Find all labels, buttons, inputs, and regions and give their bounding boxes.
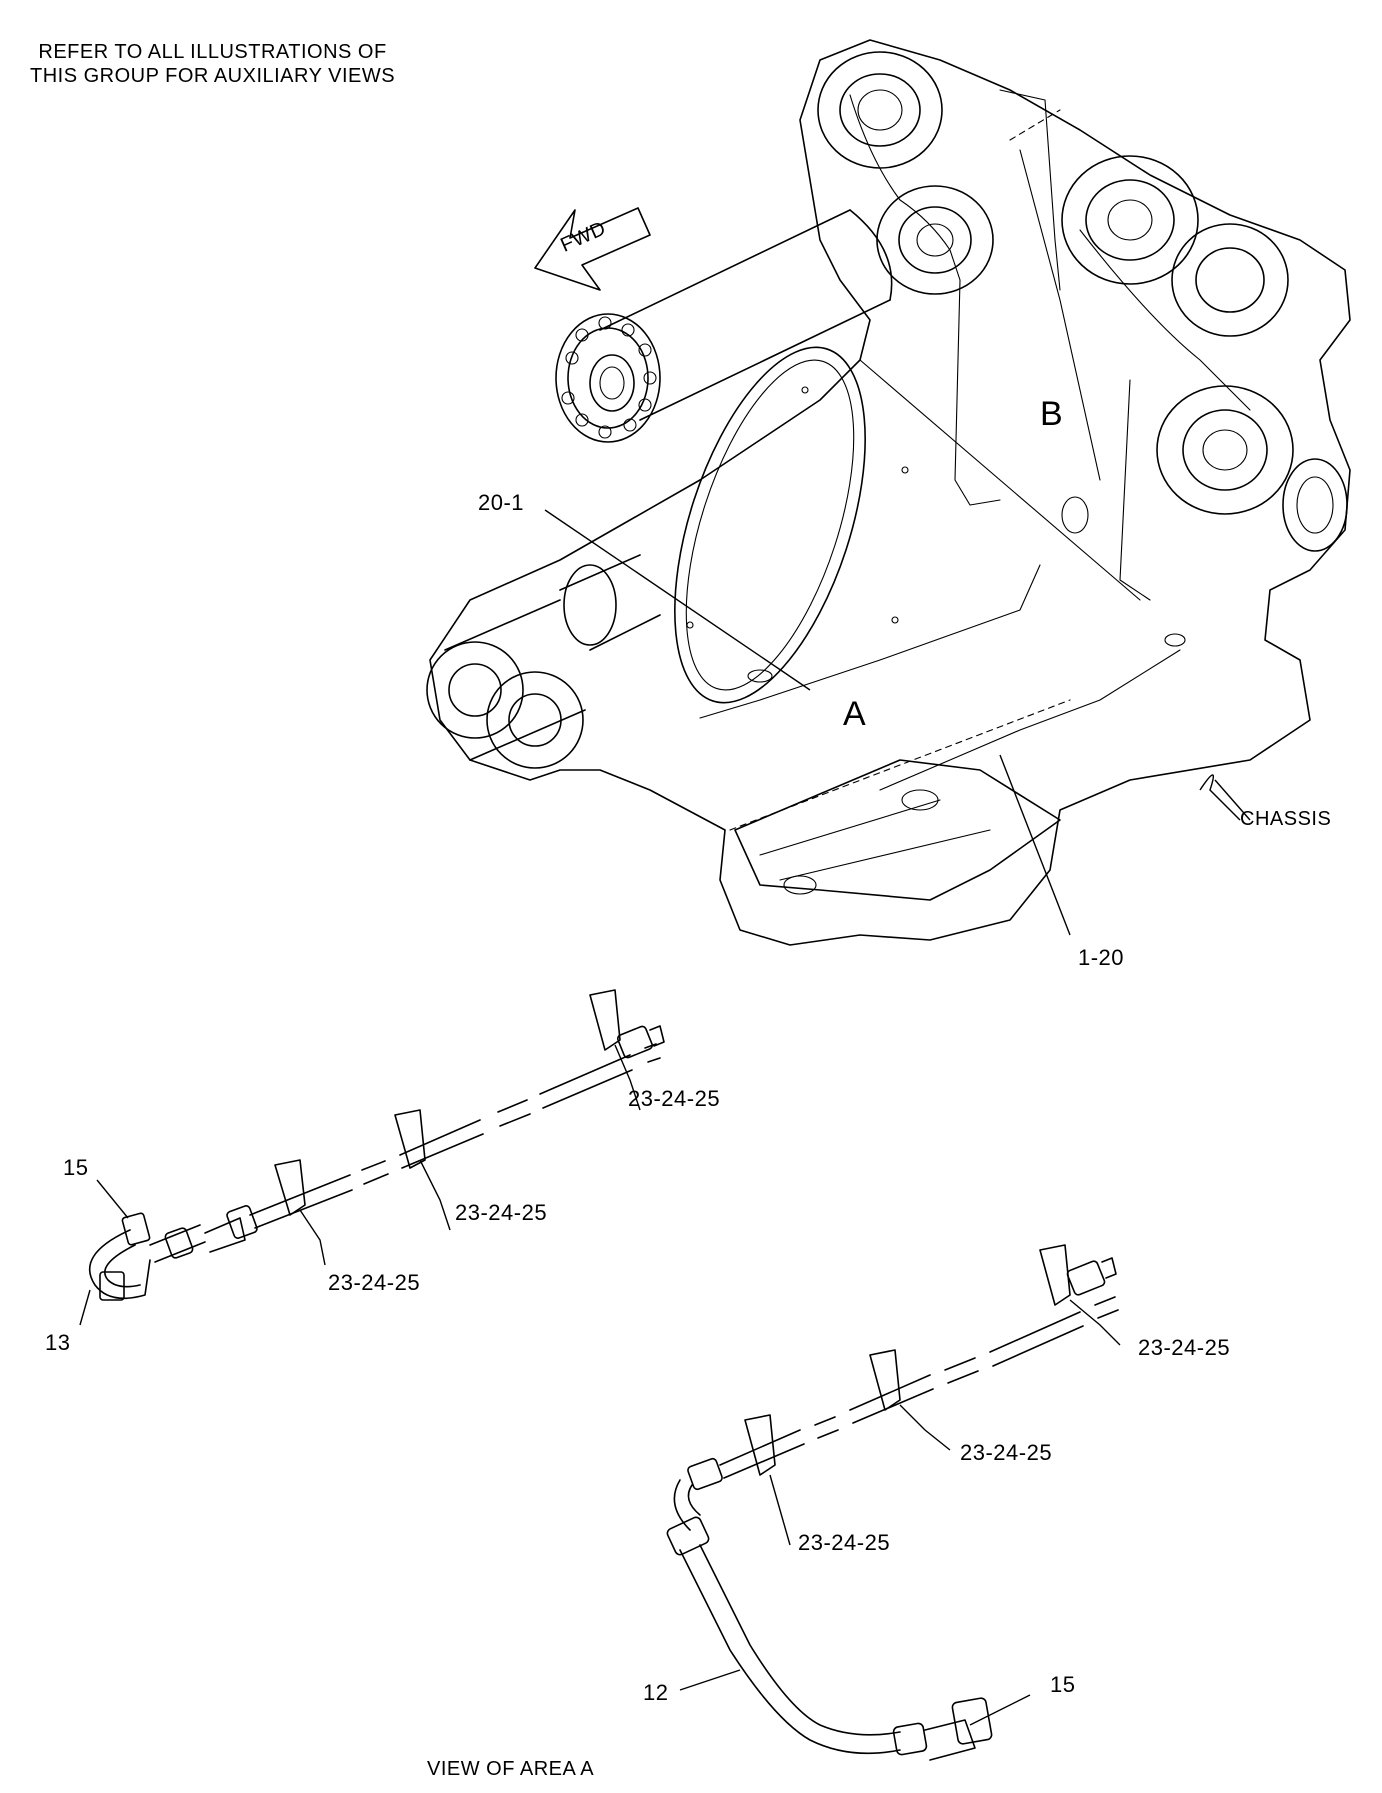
callout-fitting-upper: 15 <box>63 1155 89 1180</box>
chassis-wiring <box>699 89 1251 791</box>
reference-note: REFER TO ALL ILLUSTRATIONS OF THIS GROUP… <box>30 40 395 88</box>
upper-tube-assembly <box>88 989 665 1301</box>
fwd-arrow-icon <box>534 207 651 291</box>
reference-note-line-2: THIS GROUP FOR AUXILIARY VIEWS <box>30 65 396 87</box>
chassis-body <box>426 39 1351 946</box>
callout-clip-upper-3: 23-24-25 <box>328 1270 421 1295</box>
leader-lines <box>544 509 1251 936</box>
callout-clip-upper-2: 23-24-25 <box>455 1200 548 1225</box>
callout-hose-upper: 13 <box>45 1330 71 1355</box>
callout-fitting-lower: 15 <box>1050 1672 1076 1697</box>
callout-20-1: 20-1 <box>478 490 525 515</box>
reference-note-line-1: REFER TO ALL ILLUSTRATIONS OF <box>38 41 387 63</box>
view-caption: VIEW OF AREA A <box>427 1758 595 1780</box>
callout-clip-lower-3: 23-24-25 <box>798 1530 891 1555</box>
callout-clip-lower-1: 23-24-25 <box>1138 1335 1231 1360</box>
callout-1-20: 1-20 <box>1078 945 1125 970</box>
callout-chassis: CHASSIS <box>1240 808 1332 830</box>
area-label-b: B <box>1040 395 1064 433</box>
area-label-a: A <box>843 695 867 733</box>
lower-leader-lines <box>679 1299 1121 1726</box>
lower-tube-assembly <box>666 1244 1119 1761</box>
callout-hose-lower: 12 <box>643 1680 669 1705</box>
callout-clip-lower-2: 23-24-25 <box>960 1440 1053 1465</box>
upper-leader-lines <box>79 1044 641 1326</box>
callout-clip-upper-1: 23-24-25 <box>628 1086 721 1111</box>
